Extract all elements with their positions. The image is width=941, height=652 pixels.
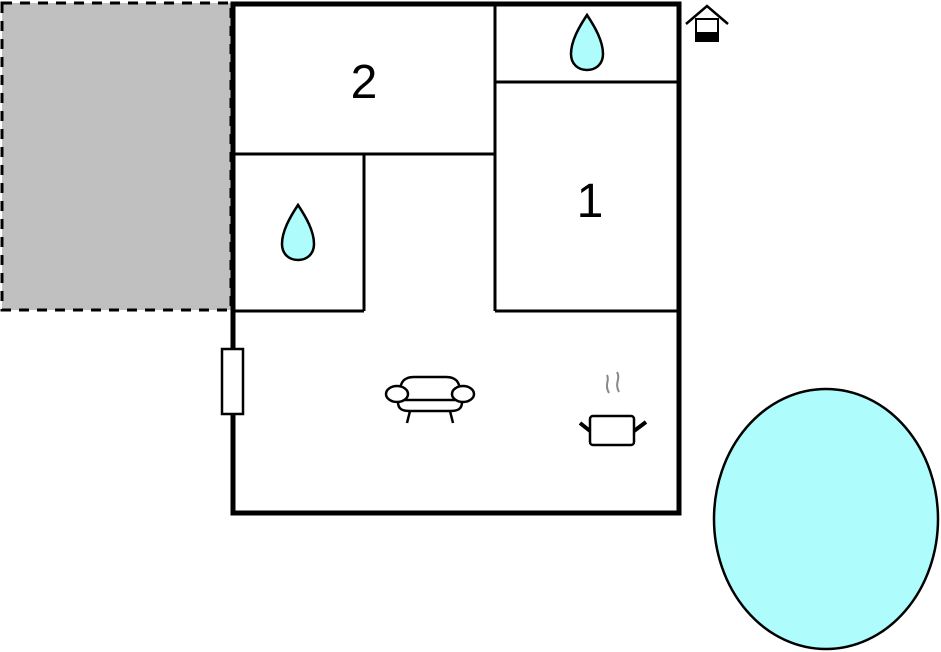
door-icon [220,347,245,416]
water-drop-icon [280,202,316,262]
interior-walls [233,4,679,313]
house-entrance-icon [685,4,729,42]
room-label-2: 2 [351,56,378,109]
terrace-area [0,1,233,312]
pool-icon [712,387,940,651]
room-label-1: 1 [577,175,604,228]
sofa-icon [384,375,476,424]
water-drop-icon [569,12,605,72]
cooking-pot-icon [578,371,648,447]
